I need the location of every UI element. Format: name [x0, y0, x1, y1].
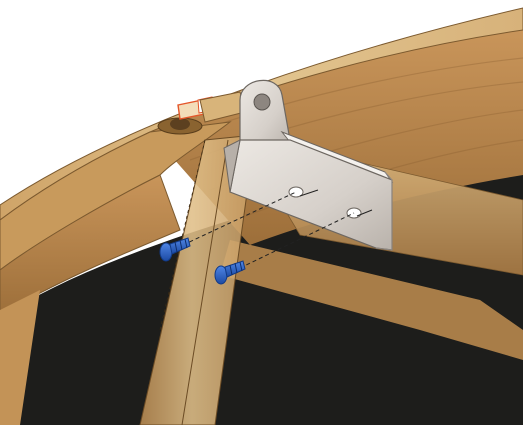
leg-edge: [181, 139, 229, 425]
hidden-screw-line: [299, 189, 373, 217]
lower-rail: [220, 240, 523, 360]
screw-upper: [159, 237, 191, 262]
screw-lower: [214, 260, 246, 285]
wooden-leg: [139, 134, 256, 425]
left-strut: [0, 290, 40, 425]
steel-bracket: [223, 79, 394, 251]
ring-inner-grain: [174, 57, 523, 221]
leg-hidden-edge: [159, 139, 206, 331]
slot-fitting: [157, 117, 203, 135]
ring-front-lower: [0, 174, 181, 316]
assembly-line-2: [239, 212, 355, 269]
